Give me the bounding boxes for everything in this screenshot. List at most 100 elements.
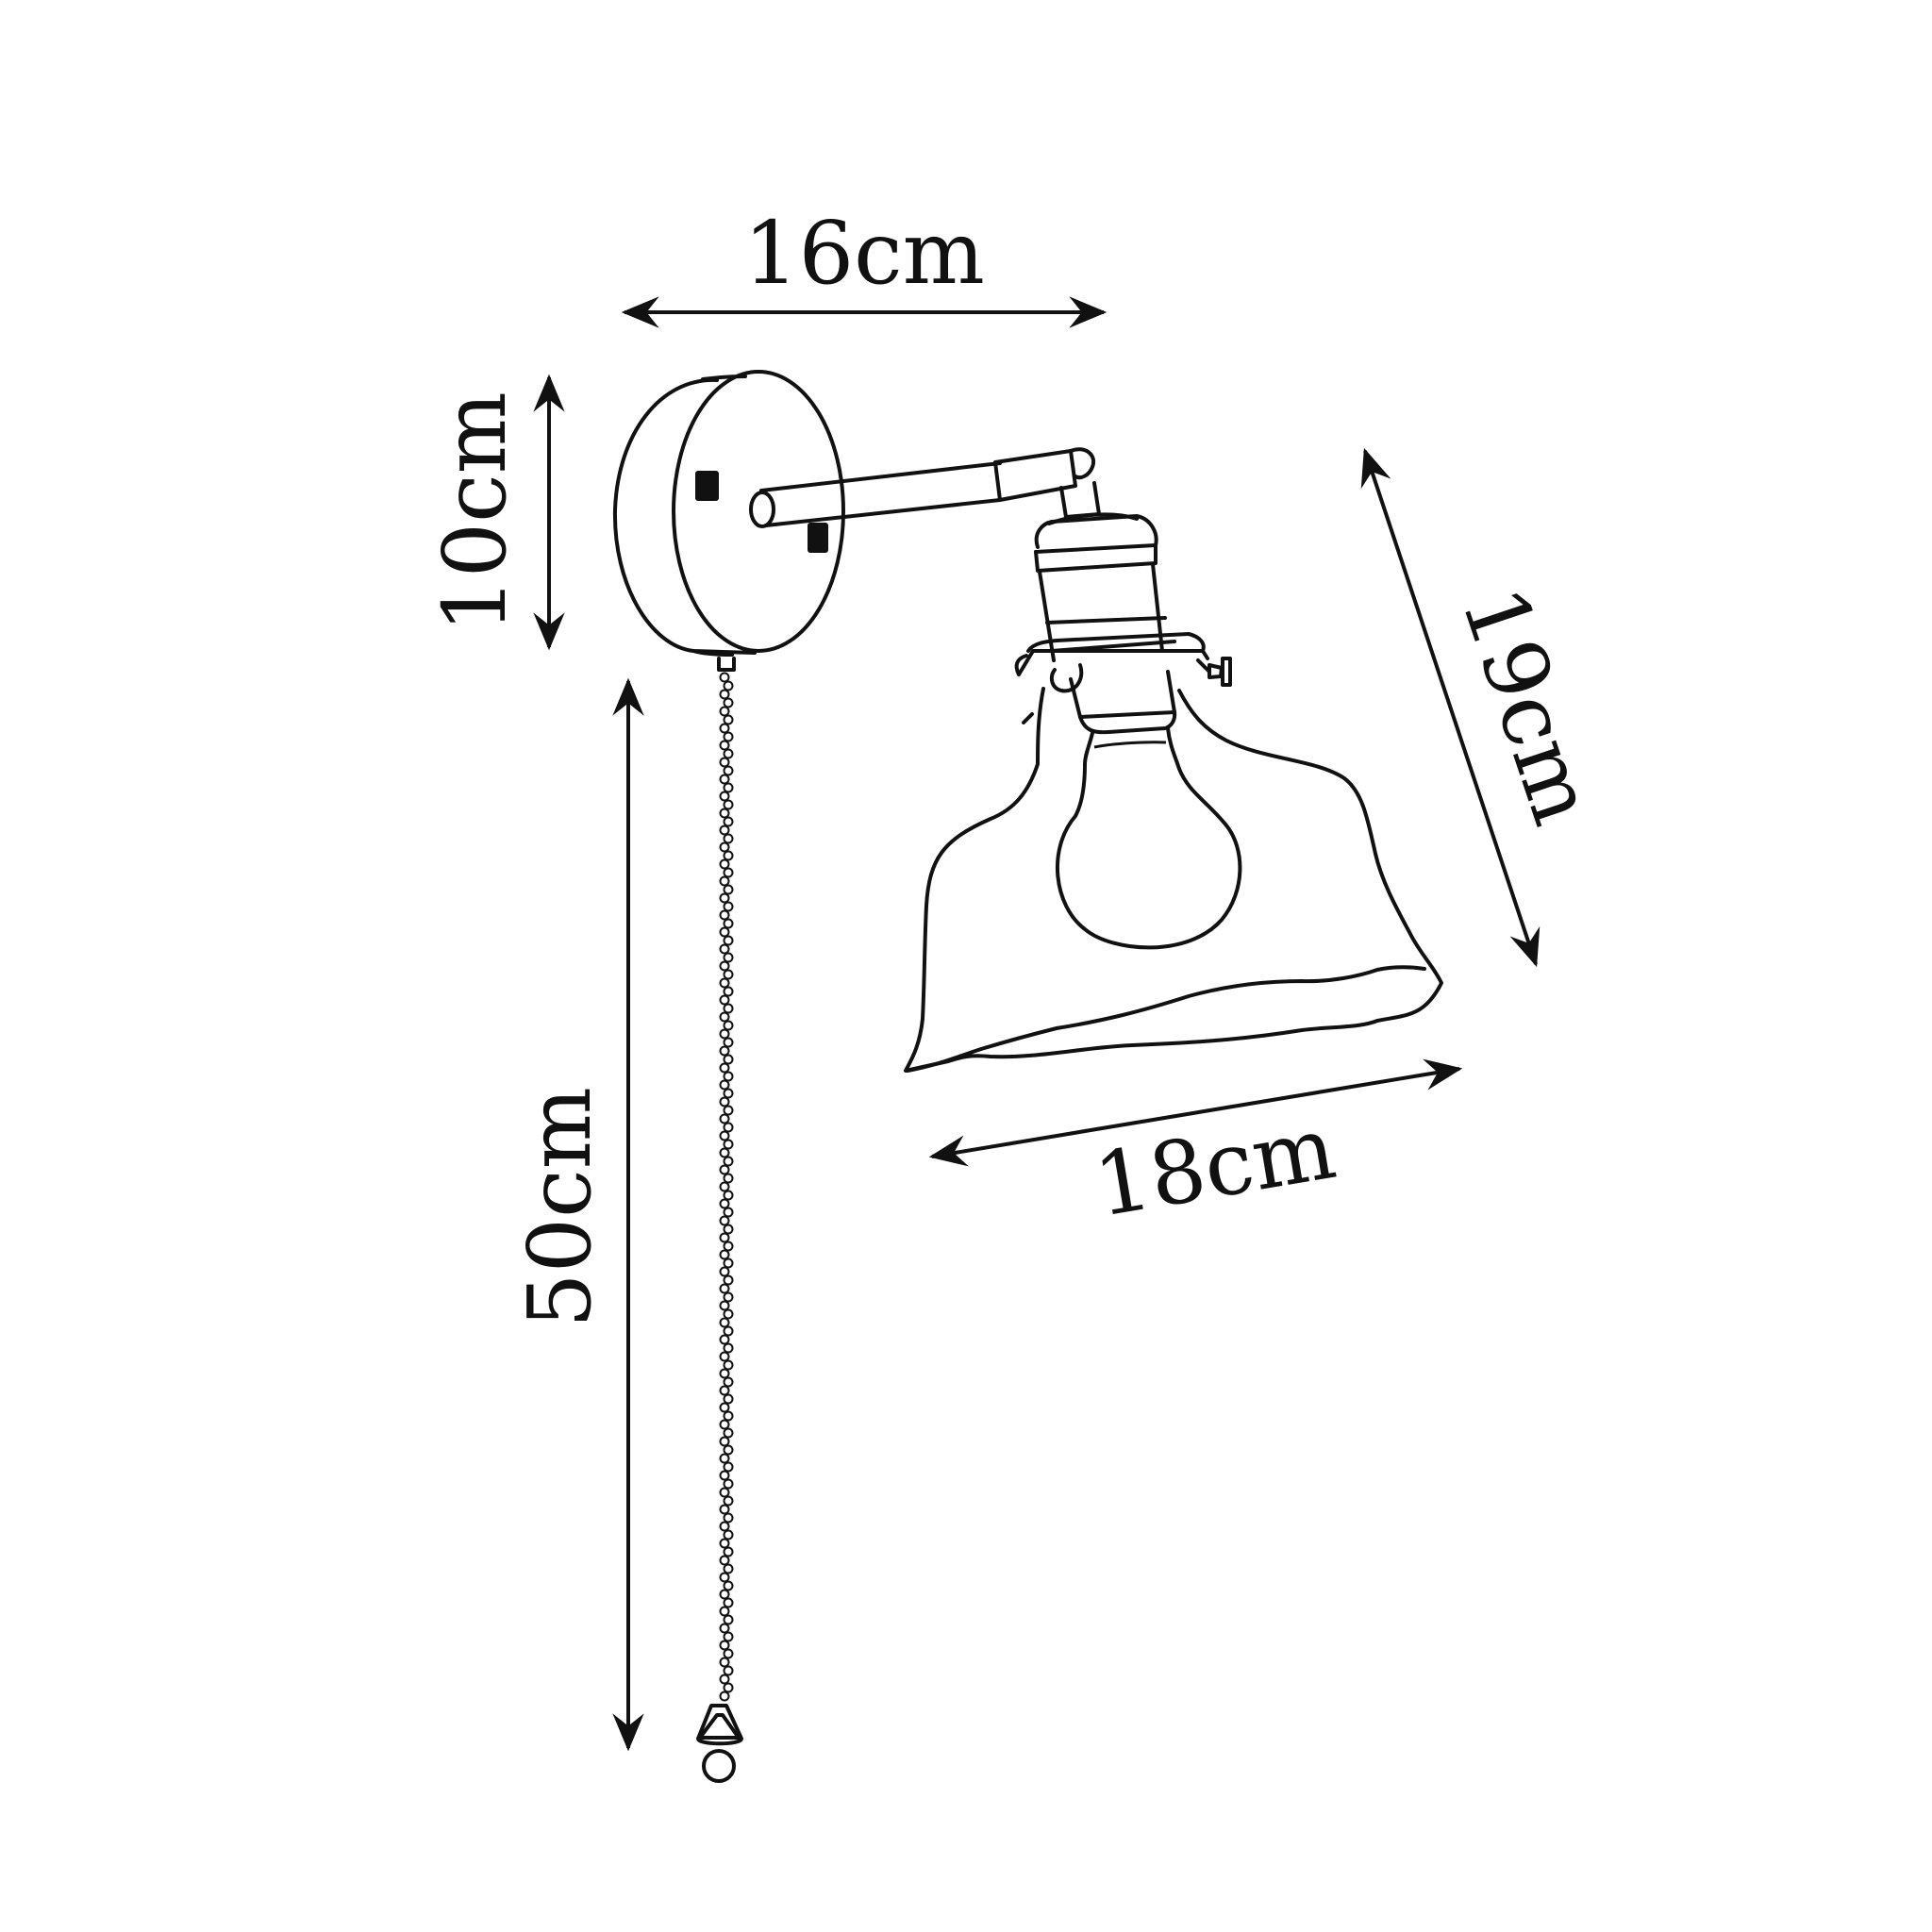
chain-bead <box>719 1436 730 1447</box>
chain-bead <box>723 969 734 980</box>
chain-bead <box>723 1580 734 1591</box>
chain-bead <box>719 1538 730 1549</box>
chain-bead <box>719 1164 730 1175</box>
chain-bead <box>719 1062 730 1074</box>
chain-bead <box>723 1003 734 1014</box>
dimension-label-chain-length: 50cm <box>509 1087 610 1328</box>
mounting-screw-lower <box>808 523 828 553</box>
chain-bead <box>719 757 730 768</box>
chain-bead <box>723 816 734 827</box>
chain-bead <box>719 1317 730 1328</box>
chain-bead <box>723 833 734 844</box>
chain-bead <box>723 1342 734 1354</box>
chain-bead <box>719 1419 730 1430</box>
chain-bead <box>723 850 734 861</box>
chain-bead <box>723 867 734 878</box>
chain-bead <box>719 1181 730 1192</box>
pull-chain-handle[interactable] <box>696 1704 743 1783</box>
chain-bead <box>719 1368 730 1379</box>
chain-bead <box>723 1054 734 1065</box>
chain-bead <box>723 1444 734 1456</box>
chain-bead <box>723 1495 734 1507</box>
chain-bead <box>719 689 730 700</box>
chain-bead <box>723 1308 734 1320</box>
chain-bead <box>719 1606 730 1617</box>
chain-bead <box>719 1657 730 1668</box>
chain-bead <box>719 1640 730 1651</box>
chain-bead <box>723 799 734 810</box>
dimension-arrow-shade-width <box>928 1058 1463 1167</box>
chain-bead <box>723 1648 734 1659</box>
dimension-label-width-top: 16cm <box>743 203 985 304</box>
chain-bead <box>719 1147 730 1158</box>
chain-bead <box>719 1385 730 1396</box>
chain-bead <box>723 1037 734 1048</box>
chain-bead <box>719 1453 730 1464</box>
dimension-backplate-height: 10cm <box>425 374 565 651</box>
chain-bead <box>719 1300 730 1311</box>
light-bulb <box>1056 726 1242 950</box>
pull-chain <box>717 657 736 1702</box>
chain-bead <box>719 1232 730 1243</box>
chain-bead <box>723 714 734 725</box>
dimension-chain-length: 50cm <box>509 677 644 1752</box>
chain-bead <box>719 858 730 870</box>
chain-bead <box>719 791 730 802</box>
chain-bead <box>719 1079 730 1091</box>
chain-bead <box>719 875 730 887</box>
chain-bead <box>719 1487 730 1498</box>
chain-bead <box>719 1045 730 1057</box>
chain-bead <box>719 1572 730 1583</box>
chain-bead <box>723 1512 734 1524</box>
chain-bead <box>723 1190 734 1201</box>
chain-bead <box>719 943 730 955</box>
chain-bead <box>719 1283 730 1294</box>
chain-bead <box>719 1028 730 1040</box>
wall-backplate <box>612 370 845 657</box>
chain-bead <box>719 1266 730 1277</box>
chain-bead <box>723 935 734 946</box>
chain-bead <box>723 1088 734 1099</box>
chain-bead <box>723 1376 734 1388</box>
chain-bead <box>723 1325 734 1337</box>
chain-bead <box>719 1334 730 1345</box>
chain-bead <box>719 960 730 972</box>
chain-bead <box>719 1113 730 1124</box>
dimension-label-shade-width: 18cm <box>1088 1097 1342 1237</box>
chain-bead <box>719 1674 730 1685</box>
arm-joint <box>993 449 1077 502</box>
chain-bead <box>719 1249 730 1260</box>
chain-bead <box>723 1631 734 1642</box>
chain-bead <box>719 1521 730 1532</box>
chain-bead <box>719 1555 730 1566</box>
chain-bead <box>719 1470 730 1481</box>
chain-bead <box>723 952 734 963</box>
chain-bead <box>723 1597 734 1608</box>
chain-bead <box>719 824 730 836</box>
glass-shade <box>904 687 1443 1073</box>
chain-bead <box>723 1291 734 1303</box>
chain-bead <box>723 1020 734 1031</box>
chain-bead <box>719 1130 730 1141</box>
chain-bead <box>719 723 730 734</box>
chain-bead <box>719 1198 730 1209</box>
dimension-width-top: 16cm <box>621 203 1108 328</box>
chain-bead <box>723 1274 734 1286</box>
chain-bead <box>719 841 730 853</box>
chain-bead <box>723 697 734 708</box>
chain-bead <box>723 1393 734 1405</box>
chain-bead <box>723 1173 734 1184</box>
chain-bead <box>719 994 730 1006</box>
chain-bead <box>723 1427 734 1439</box>
chain-bead <box>719 774 730 785</box>
chain-bead <box>719 1623 730 1634</box>
chain-bead <box>723 1207 734 1218</box>
chain-bead <box>719 740 730 751</box>
chain-bead <box>719 1096 730 1108</box>
chain-bead <box>719 1011 730 1023</box>
chain-bead <box>719 1351 730 1362</box>
chain-bead <box>723 901 734 912</box>
chain-bead <box>723 1410 734 1422</box>
chain-bead <box>719 672 730 683</box>
bulb-socket <box>1014 481 1232 735</box>
